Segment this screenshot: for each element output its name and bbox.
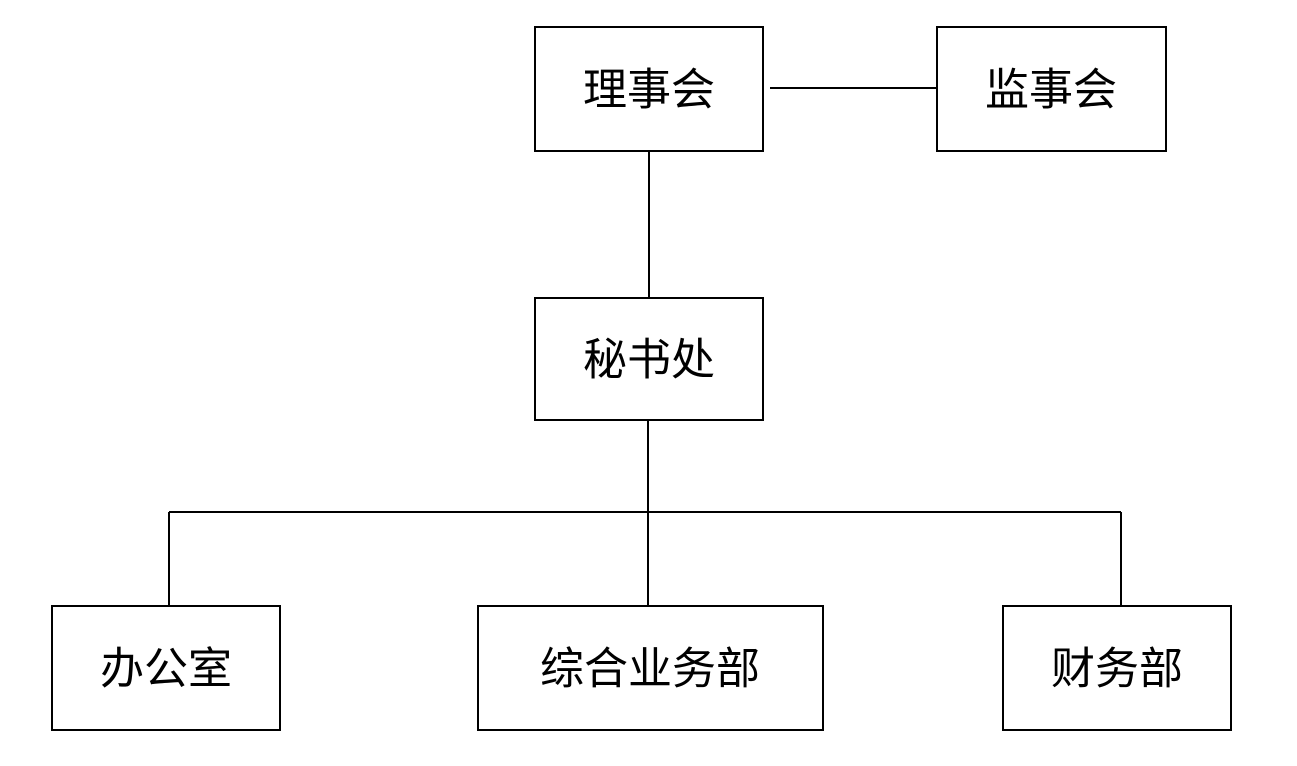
node-finance-dept-box <box>1002 605 1232 731</box>
node-secretariat-label: 秘书处 <box>583 335 715 386</box>
node-finance-dept: 财务部 <box>1002 605 1232 731</box>
node-board-of-supervisors-label: 监事会 <box>985 65 1117 116</box>
node-board-of-supervisors: 监事会 <box>936 26 1167 152</box>
node-general-business-dept: 综合业务部 <box>477 605 824 731</box>
node-board-of-supervisors-box <box>936 26 1167 152</box>
node-secretariat-box <box>534 297 764 421</box>
node-office-box <box>51 605 281 731</box>
node-secretariat: 秘书处 <box>534 297 764 421</box>
node-finance-dept-label: 财务部 <box>1051 644 1183 695</box>
node-general-business-dept-label: 综合业务部 <box>540 644 760 695</box>
node-general-business-dept-box <box>477 605 824 731</box>
node-board-of-directors-box <box>534 26 764 152</box>
node-office: 办公室 <box>51 605 281 731</box>
node-office-label: 办公室 <box>100 644 232 695</box>
node-board-of-directors-label: 理事会 <box>583 65 715 116</box>
node-board-of-directors: 理事会 <box>534 26 764 152</box>
